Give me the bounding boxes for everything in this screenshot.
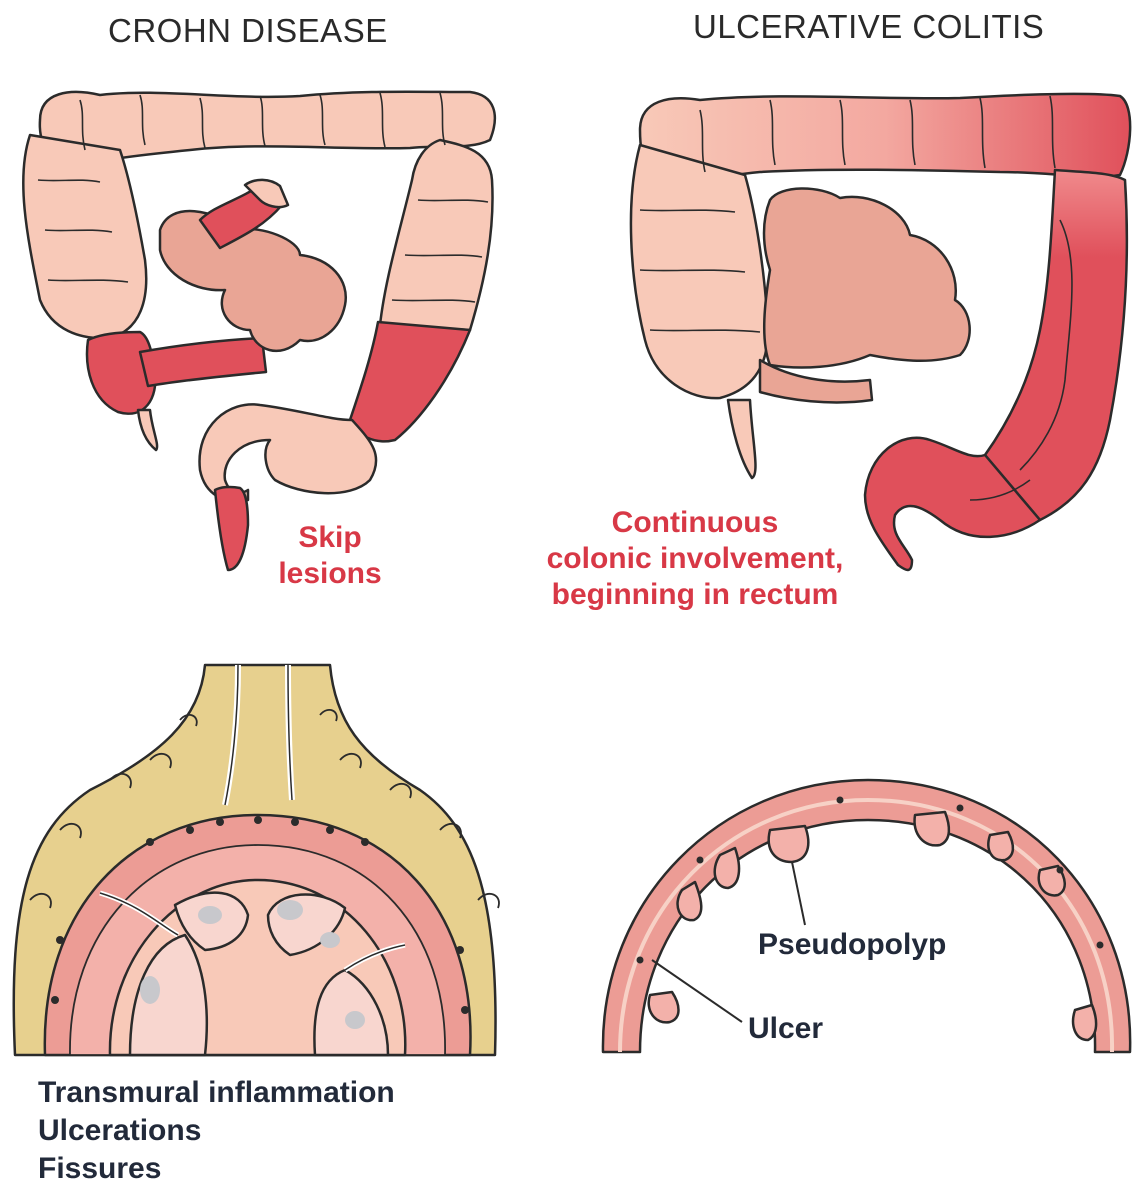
skip-lesions-label: Skip lesions: [275, 520, 385, 592]
crohn-transverse-colon: [38, 90, 497, 167]
uc-sigmoid-rectum: [863, 436, 1042, 572]
uc-appendix: [726, 398, 757, 480]
uc-haustra: [639, 95, 1073, 501]
uc-small-bowel: [762, 187, 971, 369]
feature-transmural: Transmural inflammation: [38, 1076, 395, 1109]
pseudopolyp-leader-line: [791, 861, 806, 926]
feature-ulcerations: Ulcerations: [38, 1114, 202, 1147]
uc-cross-section: [601, 778, 1132, 1054]
crohn-rectum-lesion: [213, 485, 250, 572]
crohn-small-bowel: [158, 209, 348, 352]
crohn-cross-section: [12, 663, 500, 1057]
crohn-heading: CROHN DISEASE: [108, 12, 388, 49]
uc-descending-colon: [983, 168, 1129, 522]
skip-lesions-line1: Skip: [298, 521, 362, 554]
uc-colon: [629, 92, 1132, 572]
crohn-colon: [22, 90, 497, 572]
crohn-mucosa-fold-left: [128, 933, 209, 1057]
crohn-haustra: [37, 92, 489, 303]
uc-lymphoid-dots: [636, 796, 1104, 964]
crohn-fat-lobules: [29, 708, 500, 909]
crohn-appendix: [136, 408, 159, 452]
ulcer-label: Ulcer: [748, 1012, 824, 1045]
crohn-descending-lesion: [348, 320, 472, 443]
continuous-line1: Continuous: [611, 506, 779, 539]
continuous-involvement-label: Continuous colonic involvement, beginnin…: [510, 505, 880, 613]
pseudopolyp-label: Pseudopolyp: [758, 928, 947, 961]
crohn-features-list: Transmural inflammation Ulcerations Fiss…: [38, 1074, 395, 1188]
crohn-lymphoid-dots: [51, 816, 469, 1014]
continuous-line3: beginning in rectum: [551, 578, 839, 611]
crohn-descending-colon: [378, 138, 494, 332]
uc-ascending-colon: [629, 143, 770, 400]
crohn-sigmoid-colon: [198, 403, 378, 503]
feature-fissures: Fissures: [38, 1152, 162, 1185]
crohn-granulomas: [140, 900, 365, 1029]
crohn-ascending-colon: [22, 133, 148, 340]
skip-lesions-line2: lesions: [278, 557, 382, 590]
ulcer-leader-line: [651, 959, 743, 1023]
continuous-line2: colonic involvement,: [546, 542, 844, 575]
uc-heading: ULCERATIVE COLITIS: [693, 8, 1045, 45]
crohn-ileum-lesion: [138, 336, 268, 388]
